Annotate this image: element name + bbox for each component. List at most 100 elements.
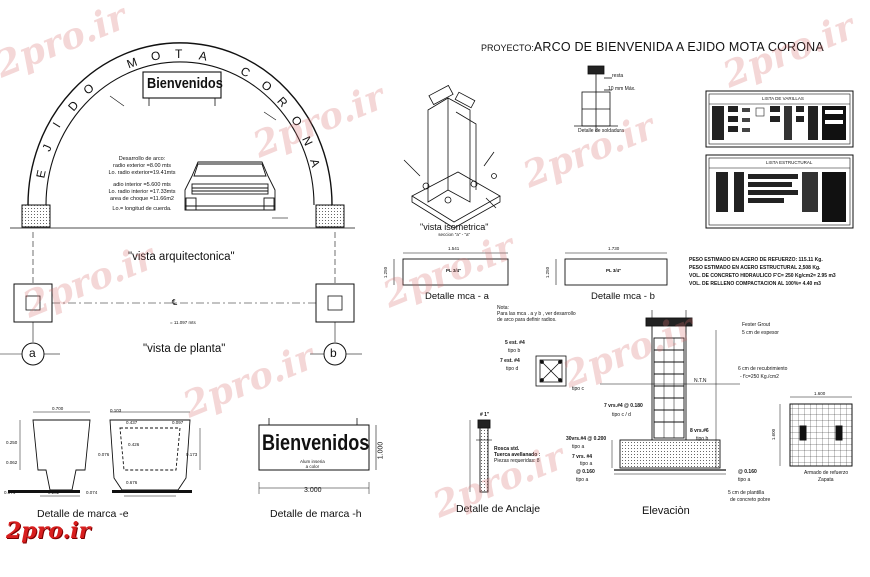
iso-sub: seccion "a" - "a" [438, 232, 471, 237]
marca-h-sub-line: Alum inseria [300, 459, 325, 464]
mca-a-dim: 1.541 [448, 246, 460, 251]
mca-a-caption: Detalle mca - a [425, 291, 489, 302]
iso-title: "vista isometrica" [420, 222, 489, 232]
footing-elevation [600, 310, 740, 475]
plan-view [0, 232, 362, 366]
weight-line: PESO ESTIMADO EN ACERO DE REFUERZO: 115.… [689, 257, 823, 263]
weld-detail [574, 65, 618, 132]
elev-label: 30vrs.#4 @ 0.200 [566, 436, 607, 442]
project-prefix: PROYECTO: [481, 43, 534, 53]
elev-label: - f'c=250 Kg./cm2 [740, 374, 779, 380]
zapata-dim: 1.600 [814, 391, 826, 396]
marca-c-dim: 0.676 [126, 480, 138, 485]
iso-caption: "vista isometrica" seccion "a" - "a" [420, 222, 488, 237]
elev-label: tipo b [696, 436, 709, 442]
arch-note-line: Lo. radio interior =17.33mts [108, 189, 176, 195]
mca-b-dim: 1.730 [608, 246, 620, 251]
mca-details [393, 252, 668, 286]
weld-caption: Detalle de soldadura [578, 128, 624, 134]
axis-b: b [330, 346, 337, 360]
elev-label: 8 vrs.#6 [690, 428, 709, 434]
elev-label: tipo a [738, 477, 751, 483]
marca-h-sub: Alum inseria a color [300, 459, 325, 469]
arch-note-line: Desarrollo de arco: [118, 156, 166, 162]
elev-label: tipo b [508, 348, 521, 354]
marca-e-dim: 0.250 [6, 440, 18, 445]
plan-dim: = 11.097 mts [170, 320, 196, 325]
anclaje-detail [469, 419, 492, 493]
arch-caption: "vista arquitectonica" [128, 251, 235, 263]
mca-b-caption: Detalle mca - b [591, 291, 655, 302]
mca-a-side: 1.250 [383, 266, 389, 279]
marca-h-height: 1.000 [377, 441, 385, 460]
elev-label: 7 vrs. #4 [572, 454, 593, 460]
arch-note-line: Lo.= longitud de cuerda. [112, 206, 172, 212]
arch-note-line: area de choque =11.66m2 [110, 196, 174, 202]
marca-e-caption: Detalle de marca -e [37, 508, 129, 520]
plan-caption: "vista de planta" [143, 343, 226, 355]
arch-note-line: radio exterior =8.00 mts [113, 163, 171, 169]
elev-label: Fester Grout [742, 322, 771, 328]
mca-a-plate: PL 3/4" [446, 268, 462, 273]
elev-label: @ 0.160 [576, 469, 595, 475]
elev-label: tipo a [576, 477, 589, 483]
zapata-detail [779, 396, 853, 467]
anclaje-line: Piezas requeridas: 8 [494, 458, 540, 464]
stirrup-detail [535, 355, 567, 387]
note-head: Nota: [497, 305, 509, 311]
rebar-table-title: LISTA DE VARILLAS [762, 96, 804, 101]
anclaje-head: # 1" [480, 412, 490, 418]
zapata-caption: Armado de refuerzo [804, 470, 849, 476]
marca-e-dim: 0.062 [6, 460, 18, 465]
weld-label-2: 10 mm Máx. [608, 86, 636, 92]
elev-label: 7 vrs.#4 @ 0.180 [604, 403, 643, 409]
marca-h-caption: Detalle de marca -h [270, 508, 362, 520]
weight-line: VOL. DE RELLENO COMPACTACION AL 100%= 4.… [689, 281, 821, 287]
marca-c-dim: 0.173 [186, 452, 198, 457]
structural-table [705, 154, 854, 229]
arch-note-line: Lo. radio exterior=19.41mts [108, 170, 176, 176]
elev-label: tipo c [572, 386, 584, 392]
elev-label: tipo c / d [612, 412, 631, 418]
elev-label: 5 cm de plantilla [728, 490, 765, 496]
marca-c-dim: 0.426 [128, 442, 140, 447]
zapata-sub: Zapata [818, 477, 834, 483]
arch-sign-text: Bienvenidos [147, 75, 223, 92]
elev-label: 5 est. #4 [505, 340, 525, 346]
elev-label: tipo a [572, 444, 585, 450]
note-line: de arco para definir radios. [497, 317, 557, 323]
weight-line: PESO ESTIMADO EN ACERO ESTRUCTURAL 2,508… [689, 265, 821, 271]
note-block: Nota: Para las mca . a y b , ver desarro… [497, 305, 576, 323]
arch-letter: O [149, 48, 161, 64]
elev-label: 6 cm de recubrimiento [738, 366, 788, 372]
project-name: ARCO DE BIENVENIDA A EJIDO MOTA CORONA [533, 40, 824, 54]
marca-h-sub-line: a color [305, 464, 320, 469]
marca-c-dim: 0.076 [98, 452, 110, 457]
marca-h-width: 3.000 [304, 487, 322, 494]
car-icon [184, 161, 276, 211]
site-logo-text: 2pro.ir [6, 518, 91, 544]
marca-c-dim: 0.103 [110, 408, 122, 413]
marca-h-sign: Bienvenidos [262, 430, 370, 455]
elev-label: 7 est. #4 [500, 358, 520, 364]
marca-c-dim: 0.437 [126, 420, 138, 425]
elev-label: N.T.N [694, 378, 707, 384]
arch-elevation [10, 42, 355, 229]
arch-notes: Desarrollo de arco: radio exterior =8.00… [98, 156, 186, 213]
elev-label: 5 cm de espesor [742, 330, 779, 336]
anclaje-caption: Detalle de Anclaje [456, 503, 541, 515]
weight-line: VOL. DE CONCRETO HIDRAULICO F'C= 250 Kg/… [689, 273, 836, 279]
arch-note-line: adio interior =5.600 mts [113, 182, 171, 188]
project-title: PROYECTO:ARCO DE BIENVENIDA A EJIDO MOTA… [481, 38, 824, 56]
weld-label-1: resta [612, 73, 624, 79]
marca-e-detail [8, 411, 201, 497]
elev-label: de concreto pobre [730, 497, 771, 503]
mca-b-plate: PL 3/4" [606, 268, 622, 273]
marca-e-dim: 0.074 [4, 490, 16, 495]
plan-centerline: ℄ [172, 298, 178, 307]
arch-letter: T [175, 47, 183, 61]
mca-b-side: 1.250 [545, 266, 551, 279]
elev-label: @ 0.160 [738, 469, 757, 475]
marca-e-dim: 0.074 [86, 490, 98, 495]
